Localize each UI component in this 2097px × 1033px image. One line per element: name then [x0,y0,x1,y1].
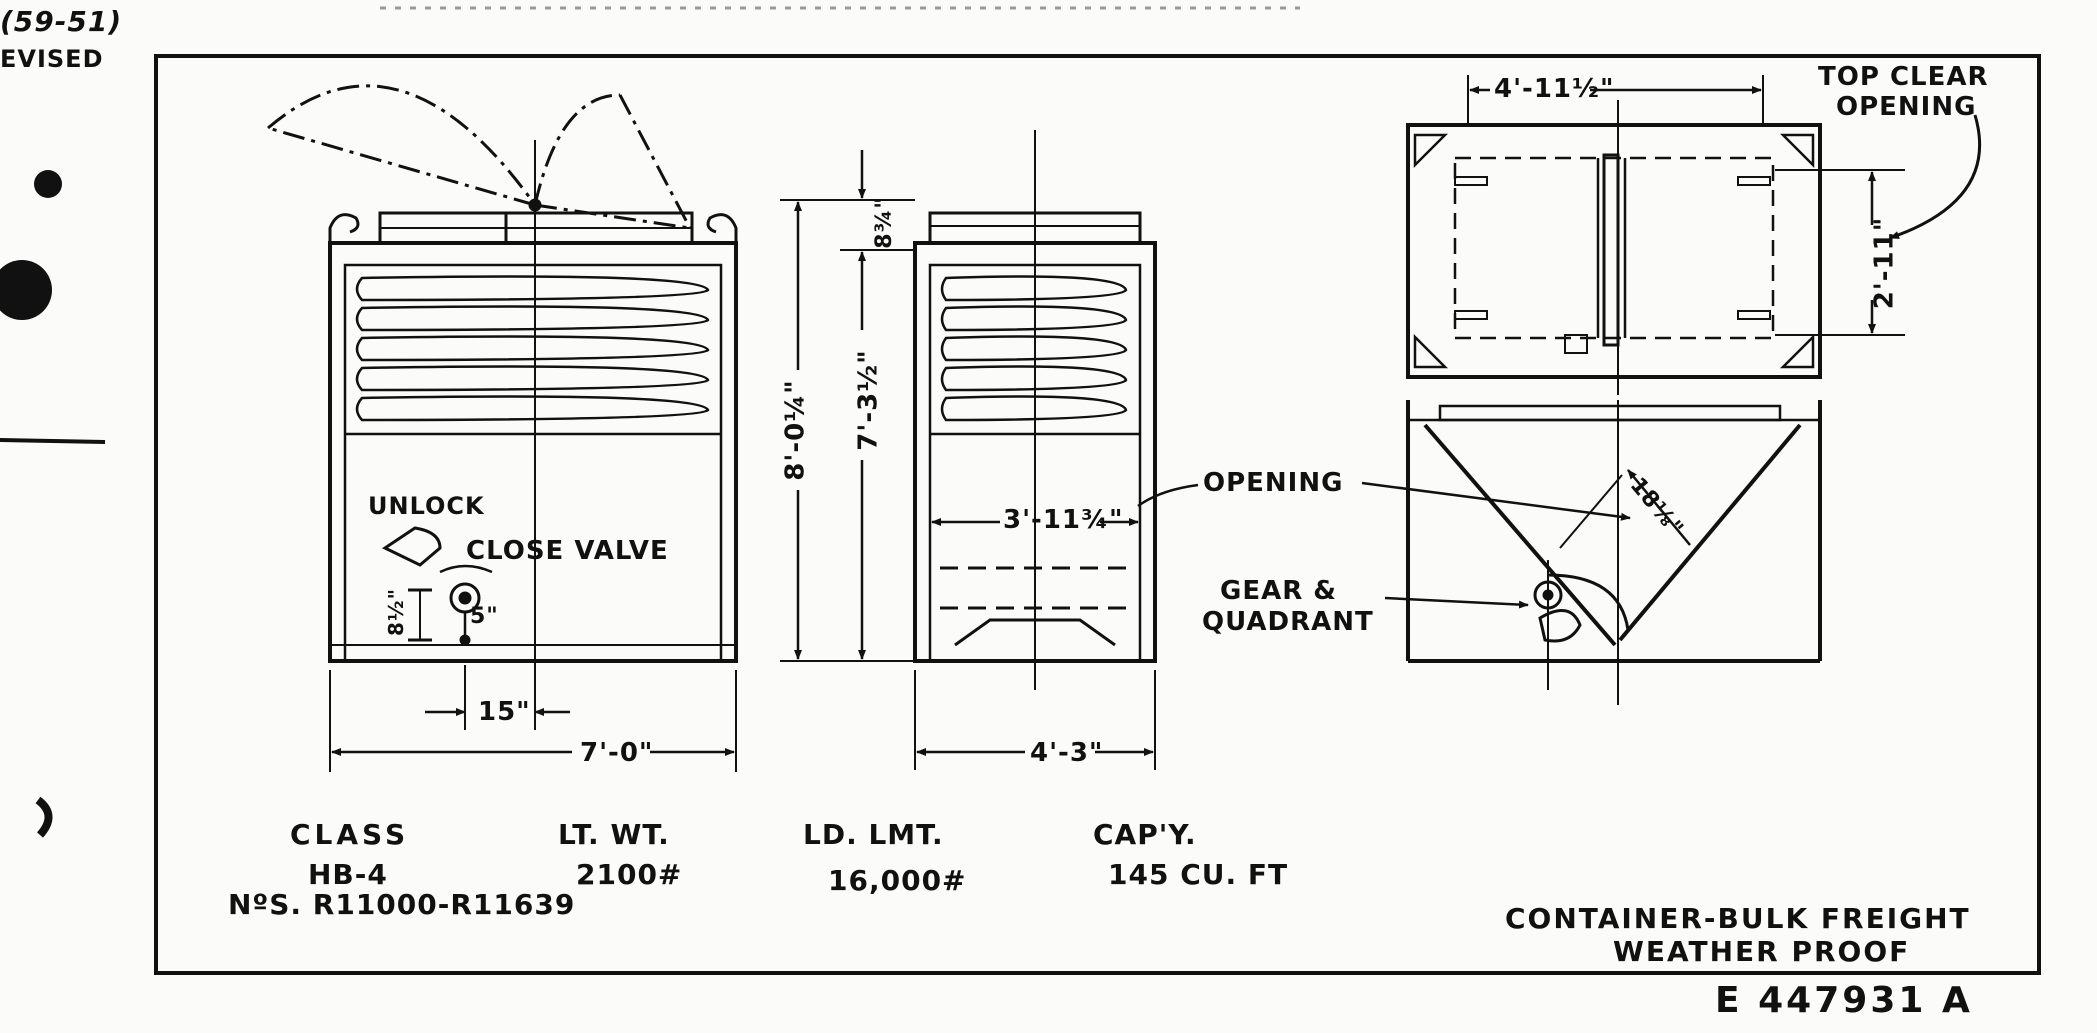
spec-header-class: CLASS [290,818,410,851]
side-elevation-view [267,84,738,772]
drawing-number: E 447931 A [1715,980,1973,1021]
spec-value-capy: 145 CU. FT [1108,858,1289,891]
spec-car-numbers: NºS. R11000-R11639 [228,888,576,921]
dim-top-rim: 8¾" [871,196,897,249]
section-view [1137,400,1822,705]
spec-header-capy: CAP'Y. [1093,818,1197,851]
top-clear-opening-label-2: OPENING [1836,92,1977,122]
dim-valve-height: 5" [470,604,499,629]
gear-quadrant-label-2: QUADRANT [1202,607,1374,637]
dim-top-opening-length: 4'-11½" [1494,74,1615,104]
spec-header-lt-wt: LT. WT. [558,818,670,851]
close-valve-label: CLOSE VALVE [466,536,669,566]
revised-label: EVISED [0,45,104,73]
revision-mark: (59-51) [0,5,123,38]
dim-inner-width: 3'-11¾" [1003,505,1124,535]
end-elevation-view [780,130,1157,770]
top-clear-opening-label-1: TOP CLEAR [1818,62,1989,92]
dim-valve-spacing: 15" [478,697,531,727]
unlock-label: UNLOCK [368,492,485,520]
dim-valve-offset: 8½" [384,587,409,637]
title-line-2: WEATHER PROOF [1613,935,1911,968]
dim-end-width: 4'-3" [1030,738,1104,768]
spec-value-ld-lmt: 16,000# [828,864,967,897]
opening-label: OPENING [1203,468,1344,498]
drawing-border [154,54,2041,975]
dim-overall-height: 8'-0¼" [780,379,811,481]
dim-body-height: 7'-3½" [853,349,884,451]
dim-top-opening-width: 2'-11" [1869,216,1900,310]
spec-value-class: HB-4 [308,858,388,891]
plan-view [1406,75,1982,395]
dim-overall-width: 7'-0" [580,738,654,768]
spec-value-lt-wt: 2100# [576,858,683,891]
spec-header-ld-lmt: LD. LMT. [803,818,944,851]
title-line-1: CONTAINER-BULK FREIGHT [1505,902,1971,935]
gear-quadrant-label-1: GEAR & [1220,576,1337,606]
